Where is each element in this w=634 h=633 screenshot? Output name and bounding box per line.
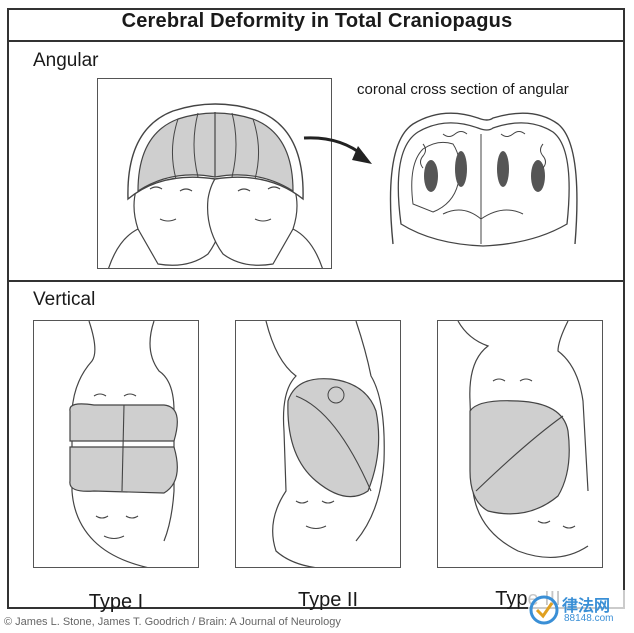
type-1-label: Type I — [88, 591, 144, 613]
watermark-text: 律法网 — [562, 598, 611, 615]
type-3-illustration — [457, 321, 589, 559]
figure-title: Cerebral Deformity in Total Craniopagus — [121, 10, 513, 32]
title-divider — [7, 40, 625, 42]
type-1-panel — [33, 320, 199, 568]
type-3-panel — [437, 320, 603, 568]
angular-label: Angular — [33, 50, 99, 71]
watermark-emblem-icon — [528, 590, 632, 630]
arrow-icon — [303, 136, 372, 164]
type-2-panel — [235, 320, 401, 568]
vertical-label: Vertical — [33, 289, 96, 310]
coronal-cross-section — [389, 112, 578, 247]
watermark-subtext: 88148.com — [564, 613, 614, 624]
angular-panel — [97, 78, 332, 269]
figure-frame — [7, 8, 625, 609]
type-1-illustration — [69, 321, 178, 567]
coronal-annotation: coronal cross section of angular — [357, 81, 569, 98]
type-2-illustration — [265, 321, 385, 567]
section-divider — [7, 280, 625, 282]
watermark-logo: 律法网 88148.com — [528, 590, 632, 630]
type-2-label: Type II — [297, 589, 359, 611]
image-credit: © James L. Stone, James T. Goodrich / Br… — [4, 616, 341, 628]
angular-illustration — [108, 103, 323, 268]
